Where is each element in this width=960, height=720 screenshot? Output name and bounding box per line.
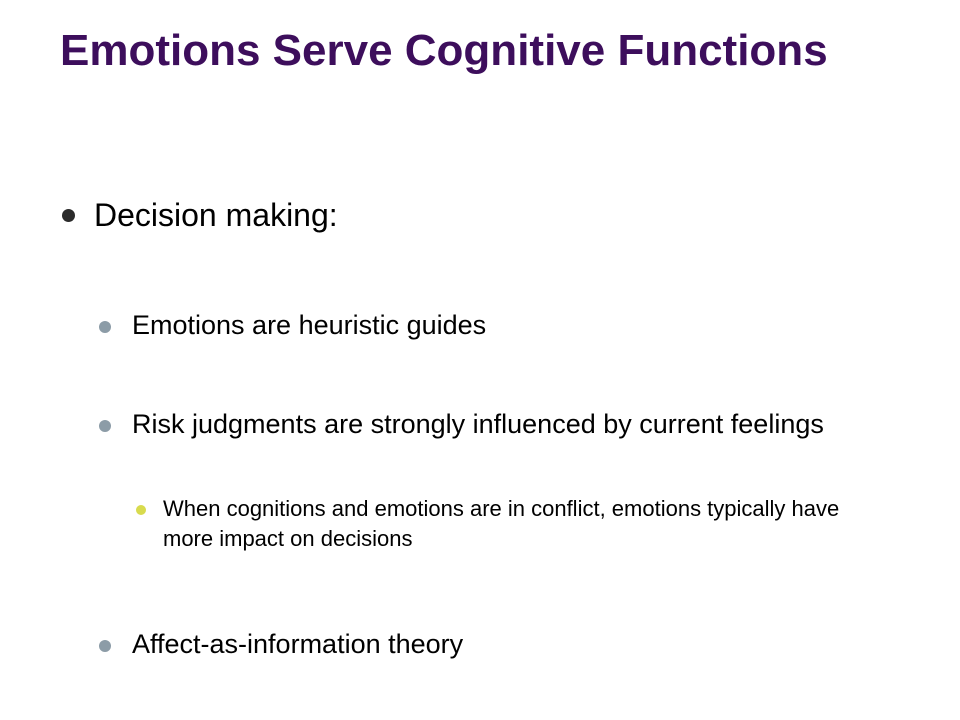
bullet-dot	[99, 420, 111, 432]
bullet-dot	[62, 209, 75, 222]
bullet-heuristic-guides: Emotions are heuristic guides	[132, 310, 487, 340]
bullet-risk-judgments: Risk judgments are strongly influenced b…	[132, 409, 824, 439]
bullet-dot	[136, 505, 146, 515]
bullet-cognition-emotion-conflict: When cognitions and emotions are in conf…	[163, 496, 840, 551]
bullet-dot	[99, 321, 111, 333]
slide-title: Emotions Serve Cognitive Functions	[60, 26, 828, 75]
bullet-dot	[99, 640, 111, 652]
bullet-decision-making: Decision making:	[94, 197, 338, 233]
bullet-affect-as-information: Affect-as-information theory	[132, 629, 464, 659]
